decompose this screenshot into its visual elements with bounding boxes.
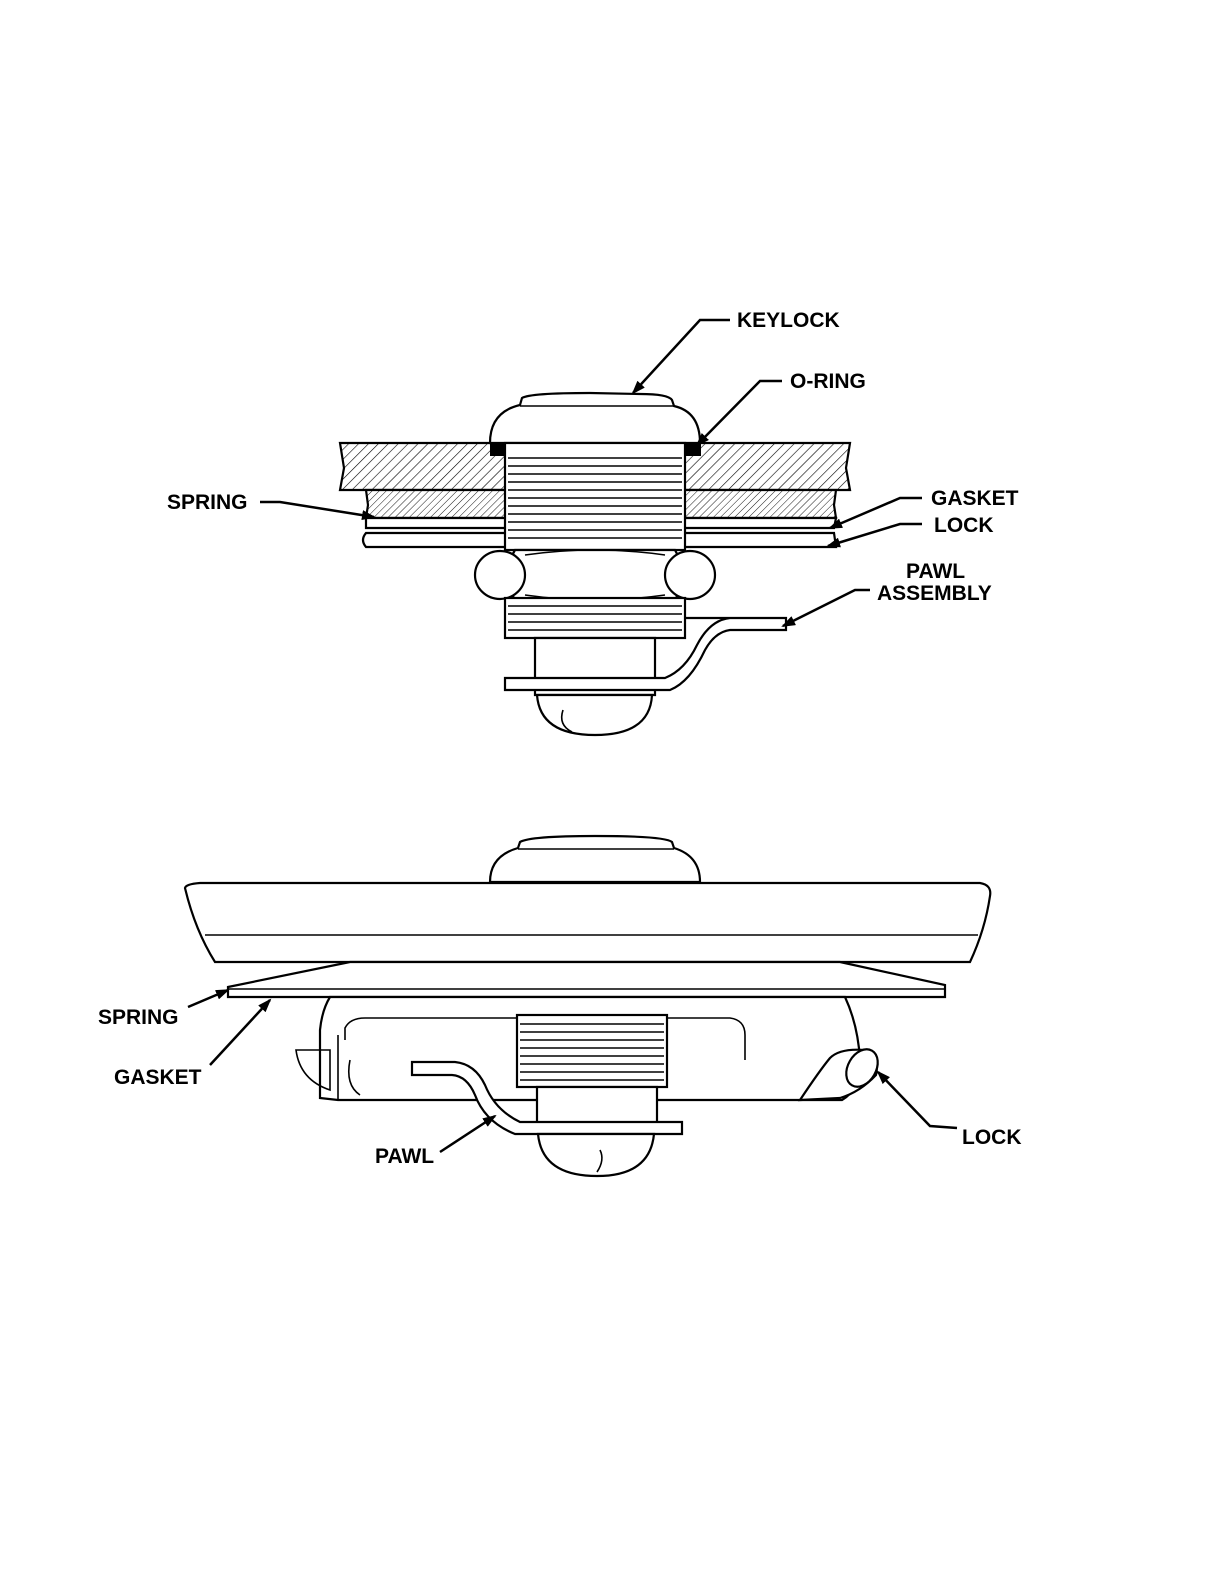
label-pawl-assembly-line2: ASSEMBLY (877, 582, 992, 605)
top-section-view (340, 393, 850, 735)
label-lock-top: LOCK (934, 514, 994, 537)
label-spring-top: SPRING (167, 491, 248, 514)
label-gasket-bottom: GASKET (114, 1066, 202, 1089)
keylock-head-perspective (490, 836, 700, 882)
spring-gasket-plate (228, 962, 945, 997)
label-gasket-top: GASKET (931, 487, 1019, 510)
panel-disc (185, 883, 990, 962)
lock-dome-perspective (538, 1134, 654, 1176)
bottom-perspective-view (185, 836, 990, 1176)
threaded-barrel (505, 443, 685, 550)
o-ring-left (490, 443, 505, 456)
lock-dome (537, 695, 652, 735)
label-o-ring: O-RING (790, 370, 866, 393)
label-spring-bottom: SPRING (98, 1006, 179, 1029)
nut (475, 550, 715, 600)
label-pawl-bottom: PAWL (375, 1145, 434, 1168)
label-lock-bottom: LOCK (962, 1126, 1022, 1149)
label-pawl-assembly-line1: PAWL (906, 560, 965, 583)
label-keylock: KEYLOCK (737, 309, 840, 332)
keylock-head (490, 393, 700, 443)
